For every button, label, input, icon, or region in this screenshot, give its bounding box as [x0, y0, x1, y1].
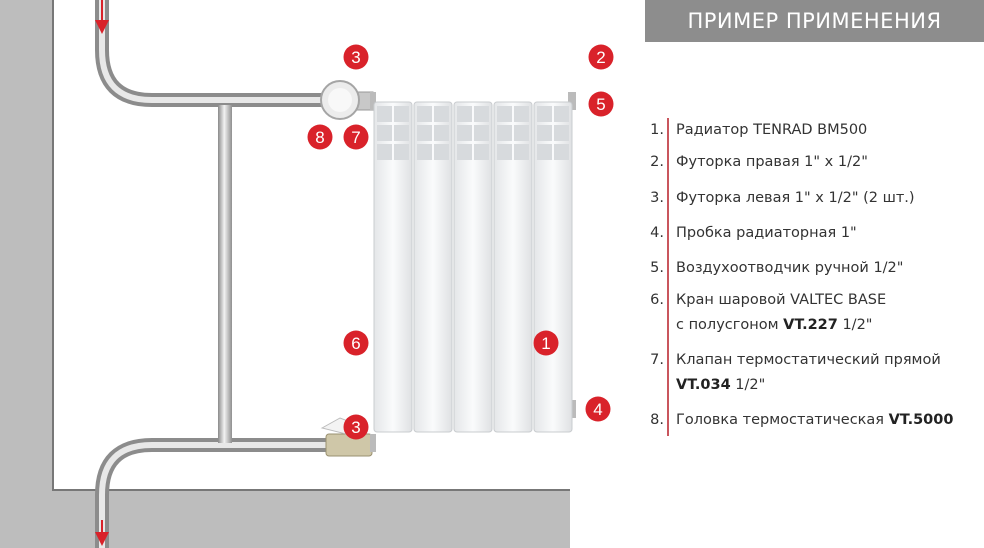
wall-left: [0, 0, 52, 548]
svg-text:1: 1: [541, 334, 550, 353]
radiator-fin: [514, 125, 529, 141]
callout-badge-3: 3: [343, 414, 369, 440]
radiator-fin: [417, 125, 432, 141]
item-number: 4.: [650, 225, 664, 241]
radiator-fin: [457, 106, 472, 122]
radiator-section: [413, 101, 453, 433]
thermostatic-head: [320, 80, 374, 120]
callout-badge-4: 4: [585, 396, 611, 422]
radiator-fin: [514, 144, 529, 160]
item-text: Футорка левая 1" x 1/2" (2 шт.): [676, 190, 915, 206]
svg-text:5: 5: [596, 95, 605, 114]
radiator-fin: [497, 144, 512, 160]
flow-arrow-top-icon: [95, 0, 109, 34]
svg-text:2: 2: [596, 48, 605, 67]
radiator-fin: [434, 106, 449, 122]
radiator-fin: [554, 144, 569, 160]
item-text: Кран шаровой VALTEC BASE: [676, 292, 887, 308]
radiator-fin: [474, 144, 489, 160]
radiator-fin: [537, 106, 552, 122]
item-text: Футорка правая 1" x 1/2": [676, 154, 868, 170]
callout-badge-8: 8: [307, 124, 333, 150]
svg-text:8: 8: [315, 128, 324, 147]
item-text: Пробка радиаторная 1": [676, 225, 857, 241]
bypass-pipe: [218, 105, 232, 443]
svg-text:3: 3: [351, 48, 360, 67]
radiator-fin: [514, 106, 529, 122]
svg-text:4: 4: [593, 400, 602, 419]
radiator-section: [373, 101, 413, 433]
item-text: с полусгоном VT.227 1/2": [676, 317, 873, 333]
callout-badge-1: 1: [533, 330, 559, 356]
callout-badge-3: 3: [343, 44, 369, 70]
radiator-fin: [417, 106, 432, 122]
item-text: Радиатор TENRAD BM500: [676, 122, 868, 138]
svg-text:3: 3: [351, 418, 360, 437]
radiator-fin: [417, 144, 432, 160]
item-number: 2.: [650, 154, 664, 170]
radiator-fin: [434, 144, 449, 160]
item-text: Клапан термостатический прямой: [676, 352, 941, 368]
radiator-fin: [474, 106, 489, 122]
radiator-fin: [394, 106, 409, 122]
radiator-fin: [554, 106, 569, 122]
item-number: 8.: [650, 412, 664, 428]
svg-text:7: 7: [351, 128, 360, 147]
item-text: Головка термостатическая VT.5000: [676, 412, 954, 428]
item-number: 5.: [650, 260, 664, 276]
return-pipe: [95, 438, 330, 548]
item-number: 3.: [650, 190, 664, 206]
radiator-fin: [457, 144, 472, 160]
radiator-fin: [474, 125, 489, 141]
supply-pipe: [95, 0, 330, 107]
radiator-fin: [434, 125, 449, 141]
item-number: 6.: [650, 292, 664, 308]
radiator-fin: [554, 125, 569, 141]
radiator-section: [453, 101, 493, 433]
svg-text:6: 6: [351, 334, 360, 353]
callout-badge-2: 2: [588, 44, 614, 70]
radiator-fin: [377, 144, 392, 160]
radiator-fin: [537, 125, 552, 141]
radiator: [370, 92, 576, 452]
item-number: 1.: [650, 122, 664, 138]
radiator-fin: [377, 125, 392, 141]
list-divider: [667, 118, 669, 436]
page-title: ПРИМЕР ПРИМЕНЕНИЯ: [645, 0, 984, 42]
callout-badge-5: 5: [588, 91, 614, 117]
radiator-fin: [537, 144, 552, 160]
heating-diagram: 1 2 3 3 4 5 6 7 8: [0, 0, 614, 548]
radiator-fin: [497, 125, 512, 141]
radiator-fin: [394, 125, 409, 141]
callout-badge-7: 7: [343, 124, 369, 150]
item-number: 7.: [650, 352, 664, 368]
radiator-section: [493, 101, 533, 433]
flow-arrow-bottom-icon: [95, 520, 109, 546]
radiator-fin: [377, 106, 392, 122]
callout-badge-6: 6: [343, 330, 369, 356]
floor: [0, 491, 570, 548]
item-text: VT.034 1/2": [676, 377, 766, 393]
radiator-fin: [457, 125, 472, 141]
radiator-fin: [497, 106, 512, 122]
radiator-fin: [394, 144, 409, 160]
item-text: Воздухоотводчик ручной 1/2": [676, 260, 904, 276]
